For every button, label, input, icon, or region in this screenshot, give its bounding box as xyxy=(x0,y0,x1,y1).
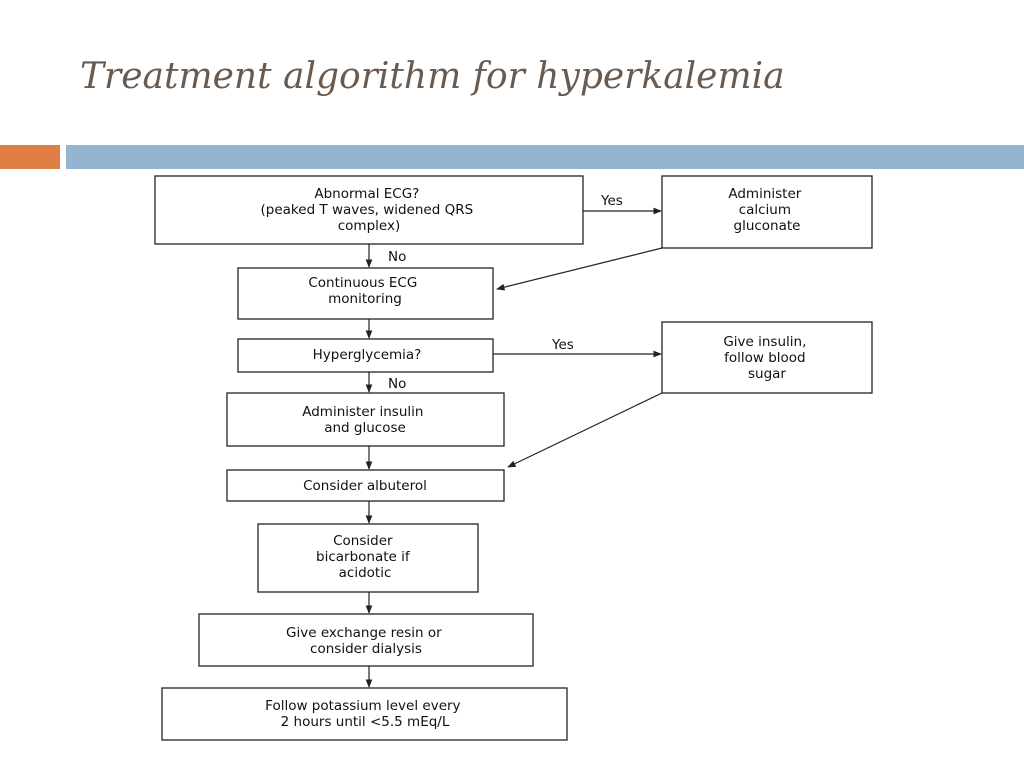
node-continuous-ecg-text: Continuous ECG monitoring xyxy=(308,275,421,307)
node-continuous-ecg xyxy=(237,267,494,320)
node-hyperglycemia-text: Hyperglycemia? xyxy=(313,347,422,363)
node-bicarbonate xyxy=(257,523,479,593)
edge-label-yes-1: Yes xyxy=(600,193,623,209)
node-text-line: Consider xyxy=(333,533,393,549)
node-calcium-gluconate xyxy=(661,175,873,249)
node-text-line: Consider albuterol xyxy=(303,478,427,494)
node-albuterol-text: Consider albuterol xyxy=(303,478,427,494)
node-text-line: follow blood xyxy=(724,350,806,366)
edge-insulin-to-albuterol xyxy=(507,392,663,468)
node-resin-dialysis xyxy=(198,613,534,667)
node-text-line: Continuous ECG xyxy=(308,275,417,291)
node-text-line: sugar xyxy=(748,366,786,382)
node-abnormal-ecg xyxy=(154,175,584,245)
node-follow-potassium-text: Follow potassium level every 2 hours unt… xyxy=(265,698,465,730)
edge-calcium-to-monitoring xyxy=(496,247,663,291)
node-bicarbonate-text: Consider bicarbonate if acidotic xyxy=(316,533,414,581)
node-follow-potassium xyxy=(161,687,568,741)
node-resin-dialysis-text: Give exchange resin or consider dialysis xyxy=(286,625,446,657)
accent-bar-orange xyxy=(0,145,60,169)
edge-label-yes-2: Yes xyxy=(551,337,574,353)
node-text-line: and glucose xyxy=(324,420,406,436)
node-text-line: acidotic xyxy=(339,565,392,581)
node-text-line: gluconate xyxy=(734,218,801,234)
edge-label-no-2: No xyxy=(388,376,406,392)
node-hyperglycemia xyxy=(237,338,494,373)
node-text-line: Hyperglycemia? xyxy=(313,347,422,363)
node-abnormal-ecg-text: Abnormal ECG? (peaked T waves, widened Q… xyxy=(261,186,478,234)
node-insulin-blood-sugar-text: Give insulin, follow blood sugar xyxy=(723,334,810,382)
node-text-line: consider dialysis xyxy=(310,641,422,657)
node-text-line: bicarbonate if xyxy=(316,549,411,565)
node-text-line: 2 hours until <5.5 mEq/L xyxy=(281,714,450,730)
node-text-line: monitoring xyxy=(328,291,402,307)
node-text-line: Give exchange resin or xyxy=(286,625,442,641)
edge-label-no-1: No xyxy=(388,249,406,265)
node-text-line: complex) xyxy=(338,218,400,234)
node-insulin-blood-sugar xyxy=(661,321,873,394)
node-text-line: Administer insulin xyxy=(302,404,423,420)
node-text-line: (peaked T waves, widened QRS xyxy=(261,202,474,218)
node-text-line: Give insulin, xyxy=(723,334,806,350)
node-albuterol xyxy=(226,469,505,502)
node-text-line: Follow potassium level every xyxy=(265,698,460,714)
accent-bar-blue xyxy=(66,145,1024,169)
slide-title: Treatment algorithm for hyperkalemia xyxy=(80,56,785,97)
node-text-line: Administer xyxy=(728,186,801,202)
node-calcium-gluconate-text: Administer calcium gluconate xyxy=(728,186,805,234)
node-text-line: Abnormal ECG? xyxy=(314,186,419,202)
node-insulin-glucose-text: Administer insulin and glucose xyxy=(302,404,428,436)
node-insulin-glucose xyxy=(226,392,505,447)
node-text-line: calcium xyxy=(739,202,791,218)
